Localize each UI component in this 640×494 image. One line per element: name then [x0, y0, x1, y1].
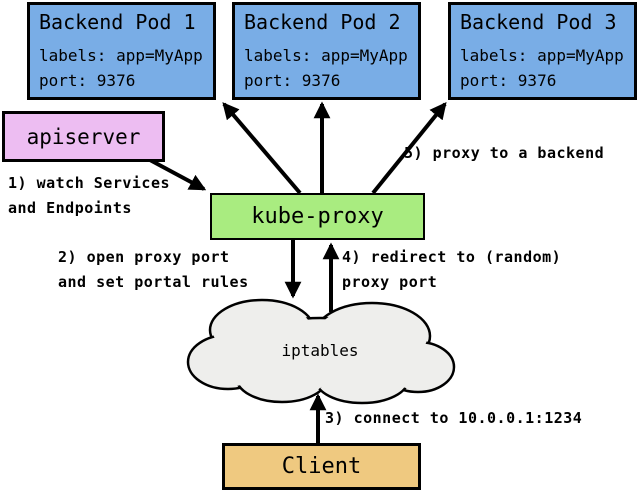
iptables-label: iptables — [281, 341, 359, 360]
kube-proxy-label: kube-proxy — [251, 204, 384, 229]
backend-pod-2-title: Backend Pod 2 — [244, 10, 401, 34]
client-box: Client — [222, 443, 421, 490]
backend-pod-3-port: port: 9376 — [460, 71, 557, 90]
client-label: Client — [281, 454, 362, 479]
backend-pod-2-box: Backend Pod 2 labels: app=MyApp port: 93… — [232, 2, 421, 100]
step-5-proxy-backend-label: 5) proxy to a backend — [404, 144, 605, 162]
backend-pod-1-title: Backend Pod 1 — [39, 10, 196, 34]
arrow-kube-proxy-to-pod-3 — [371, 102, 447, 195]
arrow-apiserver-to-kube-proxy — [149, 158, 207, 191]
arrow-kube-proxy-to-pod-1 — [222, 102, 302, 195]
iptables-cloud — [186, 298, 456, 405]
backend-pod-2-port: port: 9376 — [244, 71, 341, 90]
kube-proxy-box: kube-proxy — [210, 193, 425, 240]
backend-pod-3-labels: labels: app=MyApp — [460, 46, 624, 65]
backend-pod-3-title: Backend Pod 3 — [460, 10, 617, 34]
backend-pod-1-box: Backend Pod 1 labels: app=MyApp port: 93… — [27, 2, 216, 100]
backend-pod-2-labels: labels: app=MyApp — [244, 46, 408, 65]
backend-pod-1-labels: labels: app=MyApp — [39, 46, 203, 65]
backend-pod-1-port: port: 9376 — [39, 71, 136, 90]
step-2-open-proxy-port-label: 2) open proxy port and set portal rules — [58, 248, 249, 291]
step-4-redirect-label: 4) redirect to (random) proxy port — [342, 248, 562, 291]
apiserver-label: apiserver — [26, 124, 141, 149]
backend-pod-3-box: Backend Pod 3 labels: app=MyApp port: 93… — [448, 2, 637, 100]
apiserver-box: apiserver — [2, 111, 165, 162]
step-1-watch-services-label: 1) watch Services and Endpoints — [8, 174, 171, 217]
step-3-connect-label: 3) connect to 10.0.0.1:1234 — [325, 409, 583, 427]
